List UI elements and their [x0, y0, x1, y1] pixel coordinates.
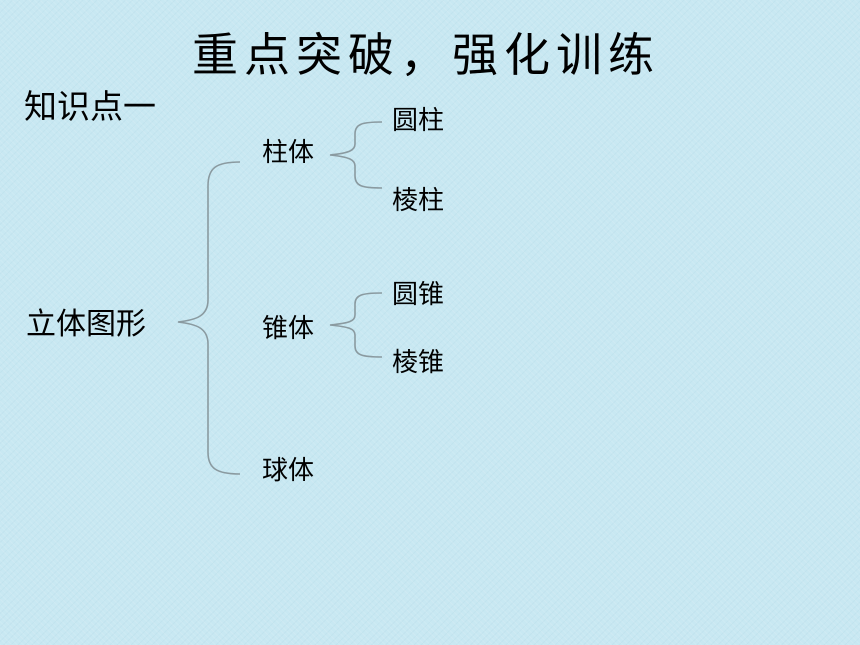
pyramid-cone-brace — [329, 292, 383, 358]
leaf-label-cone: 圆锥 — [392, 280, 445, 310]
leaf-label-cylinder: 圆柱 — [392, 106, 445, 136]
tree-root-label: 立体图形 — [26, 307, 146, 342]
prism-cylinder-brace — [329, 121, 383, 189]
branch-label-pyramid-cone: 锥体 — [262, 314, 315, 344]
root-brace — [177, 161, 241, 475]
branch-label-prism-cylinder: 柱体 — [262, 138, 315, 168]
page-title: 重点突破，强化训练 — [192, 28, 660, 82]
branch-label-sphere: 球体 — [262, 456, 315, 486]
section-heading: 知识点一 — [24, 87, 156, 126]
leaf-label-pyramid: 棱锥 — [392, 348, 445, 378]
leaf-label-prism: 棱柱 — [392, 186, 445, 216]
